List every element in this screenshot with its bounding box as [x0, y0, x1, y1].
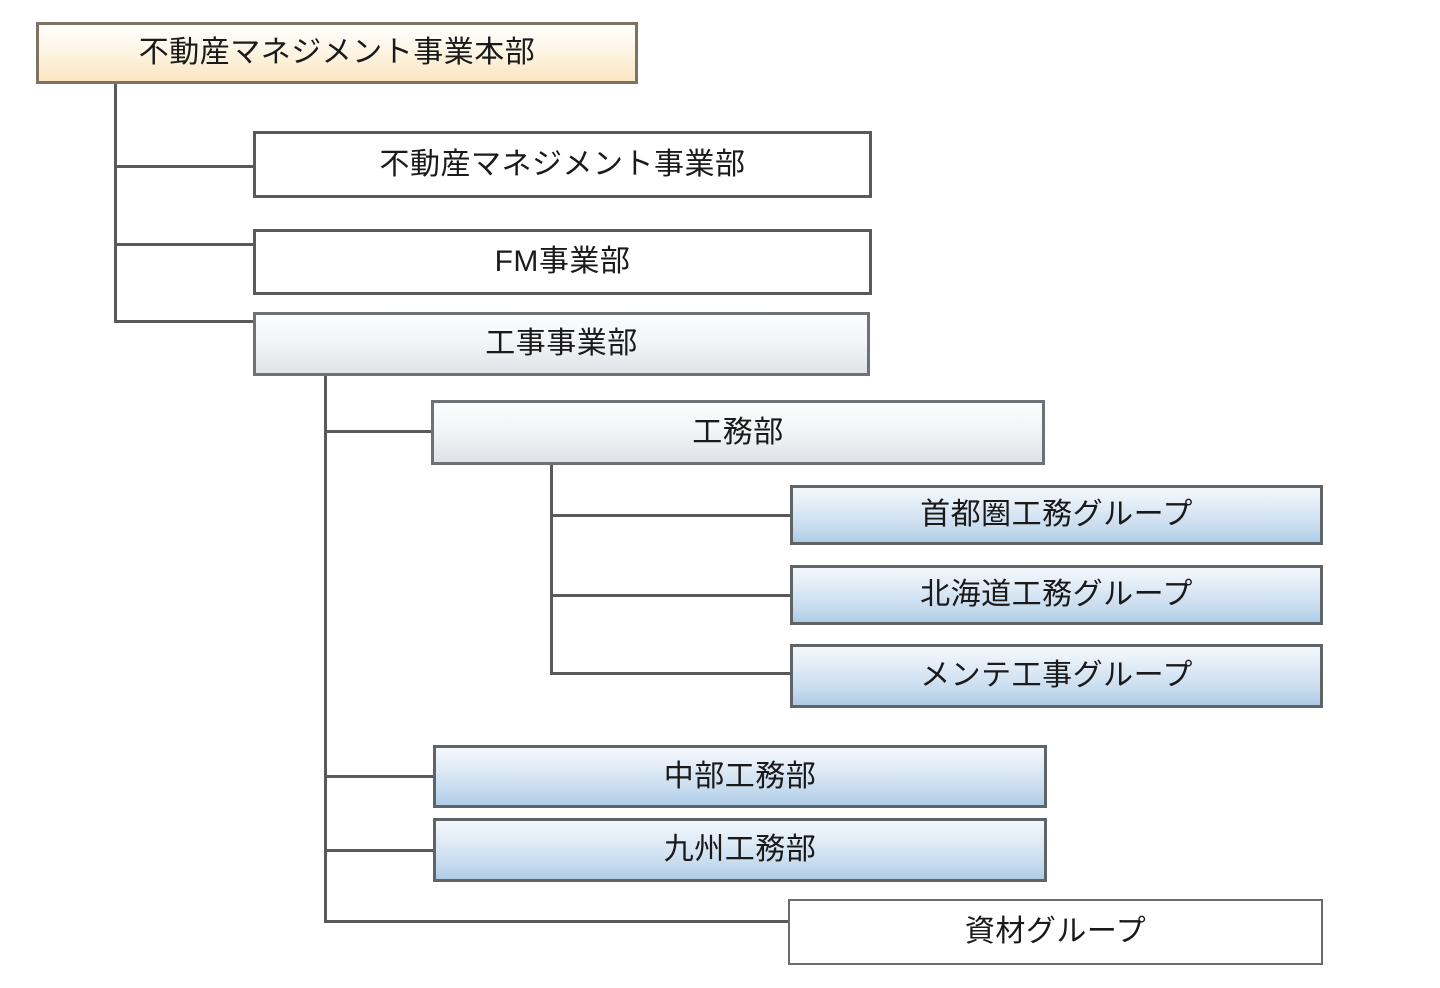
connector-engineering-to-metro — [550, 514, 793, 517]
node-kyushu-engineering-department[interactable]: 九州工務部 — [433, 818, 1047, 882]
connector-root-trunk — [114, 84, 117, 323]
node-materials-group[interactable]: 資材グループ — [788, 899, 1323, 965]
connector-engineering-to-maintenance — [550, 672, 793, 675]
node-maintenance-construction-group[interactable]: メンテ工事グループ — [790, 644, 1323, 708]
connector-construction-to-materials — [324, 920, 792, 923]
node-label: 資材グループ — [964, 915, 1147, 948]
connector-construction-trunk — [324, 374, 327, 923]
node-fm-division[interactable]: FM事業部 — [253, 229, 872, 295]
node-label: メンテ工事グループ — [920, 659, 1193, 692]
connector-construction-to-chubu — [324, 775, 436, 778]
node-metropolitan-engineering-group[interactable]: 首都圏工務グループ — [790, 485, 1323, 545]
connector-construction-to-kyushu — [324, 849, 436, 852]
connector-construction-to-engineering — [324, 430, 436, 433]
connector-engineering-to-hokkaido — [550, 594, 793, 597]
node-hokkaido-engineering-group[interactable]: 北海道工務グループ — [790, 565, 1323, 625]
node-engineering-department[interactable]: 工務部 — [431, 400, 1045, 465]
node-label: 不動産マネジメント事業本部 — [138, 36, 536, 69]
node-construction-division[interactable]: 工事事業部 — [253, 312, 870, 376]
node-label: 工事事業部 — [485, 327, 638, 360]
node-real-estate-management-division[interactable]: 不動産マネジメント事業部 — [253, 131, 872, 198]
node-label: 工務部 — [692, 415, 784, 449]
node-label: 中部工務部 — [663, 759, 817, 793]
node-label: 不動産マネジメント事業部 — [379, 147, 746, 181]
connector-root-to-construction-div — [114, 320, 256, 323]
connector-root-to-realestate-div — [114, 165, 256, 168]
node-label: 北海道工務グループ — [920, 578, 1193, 611]
node-chubu-engineering-department[interactable]: 中部工務部 — [433, 745, 1047, 808]
node-label: 首都圏工務グループ — [920, 498, 1193, 531]
node-label: FM事業部 — [494, 245, 631, 278]
node-real-estate-management-headquarters[interactable]: 不動産マネジメント事業本部 — [36, 22, 638, 84]
node-label: 九州工務部 — [663, 833, 817, 866]
connector-engineering-trunk — [550, 463, 553, 675]
connector-root-to-fm-div — [114, 243, 256, 246]
